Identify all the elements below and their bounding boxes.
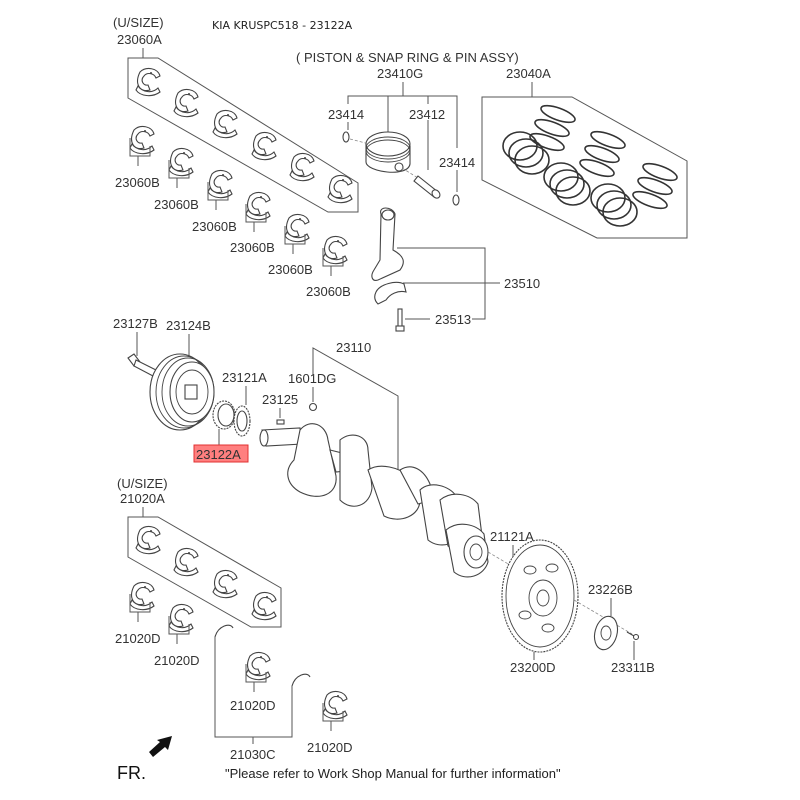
svg-text:23060B[interactable]: 23060B: [115, 175, 160, 190]
part-label-23127B[interactable]: 23127B: [113, 316, 158, 331]
thrust-washer-group: 21030C: [214, 624, 311, 762]
upper-bearing-set-shells[interactable]: [135, 67, 353, 204]
bearing-23060B-5[interactable]: 23060B: [268, 215, 313, 277]
part-label-23410G[interactable]: 23410G: [377, 66, 423, 81]
bearing-23060B-4[interactable]: 23060B: [230, 193, 275, 255]
adapter-plate[interactable]: [591, 614, 621, 653]
thrust-washer-right[interactable]: [291, 673, 311, 687]
lower-bearing-set-group: (U/SIZE) 21020A: [117, 476, 282, 628]
pulley-bolt[interactable]: [127, 353, 157, 377]
piston-assy-note: ( PISTON & SNAP RING & PIN ASSY): [296, 50, 519, 65]
svg-text:23060B[interactable]: 23060B: [192, 219, 237, 234]
svg-text:23060B[interactable]: 23060B: [306, 284, 351, 299]
part-label-23414-left[interactable]: 23414: [328, 107, 364, 122]
bearing-23060B-6[interactable]: 23060B: [306, 237, 351, 299]
lower-bearing-set-outline: [127, 516, 282, 628]
part-label-23311B[interactable]: 23311B: [611, 660, 655, 675]
svg-text:23060B[interactable]: 23060B: [154, 197, 199, 212]
upper-bearing-set-outline: [127, 57, 359, 213]
bearing-21020D-3[interactable]: 21020D: [230, 653, 276, 713]
front-indicator: FR.: [117, 736, 172, 783]
plug[interactable]: [308, 402, 318, 412]
crank-sprocket[interactable]: [212, 400, 236, 430]
bearing-21020D-1[interactable]: 21020D: [115, 583, 161, 646]
piston-assy-group: ( PISTON & SNAP RING & PIN ASSY) 23410G …: [296, 50, 519, 206]
part-label-21121A[interactable]: 21121A: [490, 529, 534, 544]
crankshaft[interactable]: [259, 423, 489, 578]
piston-pin[interactable]: [413, 175, 442, 200]
rod-bolt[interactable]: [395, 308, 405, 332]
part-label-23414-right[interactable]: 23414: [439, 155, 475, 170]
part-label-23200D[interactable]: 23200D: [510, 660, 556, 675]
bearing-23060B-3[interactable]: 23060B: [192, 171, 237, 234]
highlight-box-23122A: [193, 444, 249, 463]
bearing-21020D-4[interactable]: 21020D: [307, 692, 353, 755]
flywheel[interactable]: [501, 539, 579, 653]
part-label-23040A[interactable]: 23040A: [506, 66, 551, 81]
piston-rings-group: 23040A: [481, 66, 688, 239]
part-label-21030C[interactable]: 21030C: [230, 747, 276, 762]
piston-ring-set[interactable]: [502, 102, 679, 227]
crank-sprocket-plate[interactable]: [233, 405, 251, 437]
svg-text:21020D[interactable]: 21020D: [154, 653, 200, 668]
part-label-23122A[interactable]: 23122A: [196, 447, 241, 462]
part-label-1601DG[interactable]: 1601DG: [288, 371, 336, 386]
upper-bearings-individual: 23060B 23060B 23060B 23060B 23060B 23060…: [115, 127, 351, 299]
part-label-23125[interactable]: 23125: [262, 392, 298, 407]
lower-usize-note: (U/SIZE): [117, 476, 168, 491]
woodruff-key[interactable]: [276, 419, 285, 425]
part-label-23513[interactable]: 23513: [435, 312, 471, 327]
piston-rings-outline: [481, 96, 688, 239]
svg-text:21020D[interactable]: 21020D: [115, 631, 161, 646]
lower-bearings-individual: 21020D 21020D 21020D 21020D: [115, 583, 353, 755]
flywheel-group: 21121A 23200D 23226B 23311B: [487, 529, 655, 675]
bearing-23060B-1[interactable]: 23060B: [115, 127, 160, 190]
upper-usize-note: (U/SIZE): [113, 15, 164, 30]
connecting-rod[interactable]: [371, 207, 407, 305]
thrust-washer-left[interactable]: [214, 624, 234, 638]
bearing-21020D-2[interactable]: 21020D: [154, 605, 200, 668]
damper-pulley[interactable]: [149, 353, 215, 431]
front-end-group: 23127B 23124B 23121A 23122A 23125: [113, 316, 399, 470]
bearing-23060B-2[interactable]: 23060B: [154, 149, 199, 212]
svg-text:21020D[interactable]: 21020D: [307, 740, 353, 755]
snap-ring-right[interactable]: [452, 194, 460, 206]
upper-bearing-set-group: (U/SIZE) 23060A: [113, 15, 359, 213]
part-label-23412[interactable]: 23412: [409, 107, 445, 122]
svg-text:21020D[interactable]: 21020D: [230, 698, 276, 713]
part-label-23510[interactable]: 23510: [504, 276, 540, 291]
footer-note: "Please refer to Work Shop Manual for fu…: [225, 766, 561, 781]
part-label-21020A[interactable]: 21020A: [120, 491, 165, 506]
front-label: FR.: [117, 763, 146, 783]
part-label-23110[interactable]: 23110: [336, 340, 371, 355]
connecting-rod-group: 23510 23513: [371, 207, 540, 332]
diagram-title: KIA KRUSPC518 - 23122A: [212, 19, 353, 32]
part-label-23121A[interactable]: 23121A: [222, 370, 267, 385]
piston[interactable]: [365, 131, 411, 173]
part-label-23226B[interactable]: 23226B: [588, 582, 633, 597]
svg-text:23060B[interactable]: 23060B: [230, 240, 275, 255]
snap-ring-left[interactable]: [342, 131, 350, 143]
front-arrow-icon: [149, 736, 172, 757]
svg-text:23060B[interactable]: 23060B: [268, 262, 313, 277]
part-label-23060A[interactable]: 23060A: [117, 32, 162, 47]
part-label-23124B[interactable]: 23124B: [166, 318, 211, 333]
flywheel-bolt[interactable]: [626, 631, 640, 641]
